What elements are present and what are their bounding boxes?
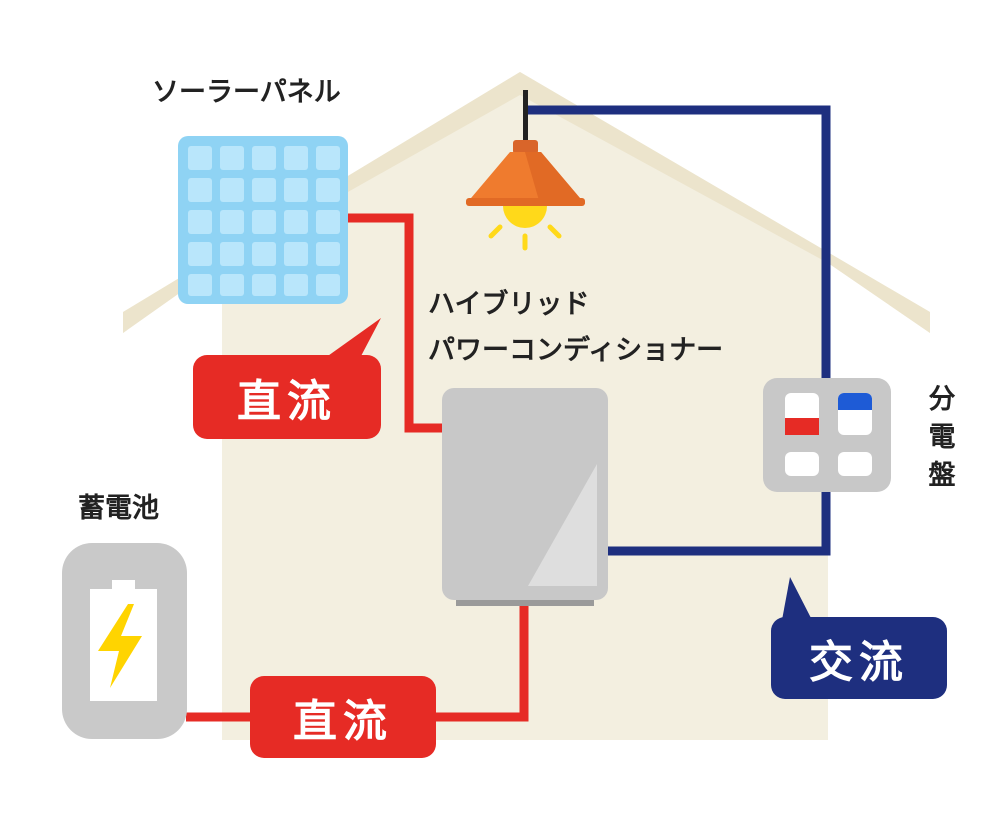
distribution-board-icon	[763, 378, 891, 492]
dc-badge-bottom: 直流	[250, 676, 436, 758]
lightning-bolt-icon	[98, 604, 142, 688]
ac-badge: 交流	[771, 617, 947, 699]
dc-badge-top: 直流	[193, 355, 381, 439]
solar-panel-icon	[178, 136, 348, 304]
power-conditioner-label: ハイブリッド パワーコンディショナー	[428, 282, 723, 374]
lamp-icon	[466, 90, 585, 206]
power-conditioner-label-line2: パワーコンディショナー	[428, 335, 724, 366]
bulb-icon	[488, 206, 562, 251]
power-conditioner-label-line1: ハイブリッド	[428, 289, 590, 320]
dc-wire	[186, 213, 529, 722]
battery-label: 蓄電池	[78, 493, 159, 524]
badge-tail-dc-top	[325, 318, 381, 358]
solar-panel-label: ソーラーパネル	[152, 77, 341, 108]
badge-tail-ac	[782, 577, 812, 620]
distribution-board-label: 分電盤	[928, 384, 956, 491]
power-conditioner-icon	[442, 388, 608, 606]
ac-wire	[525, 105, 831, 556]
